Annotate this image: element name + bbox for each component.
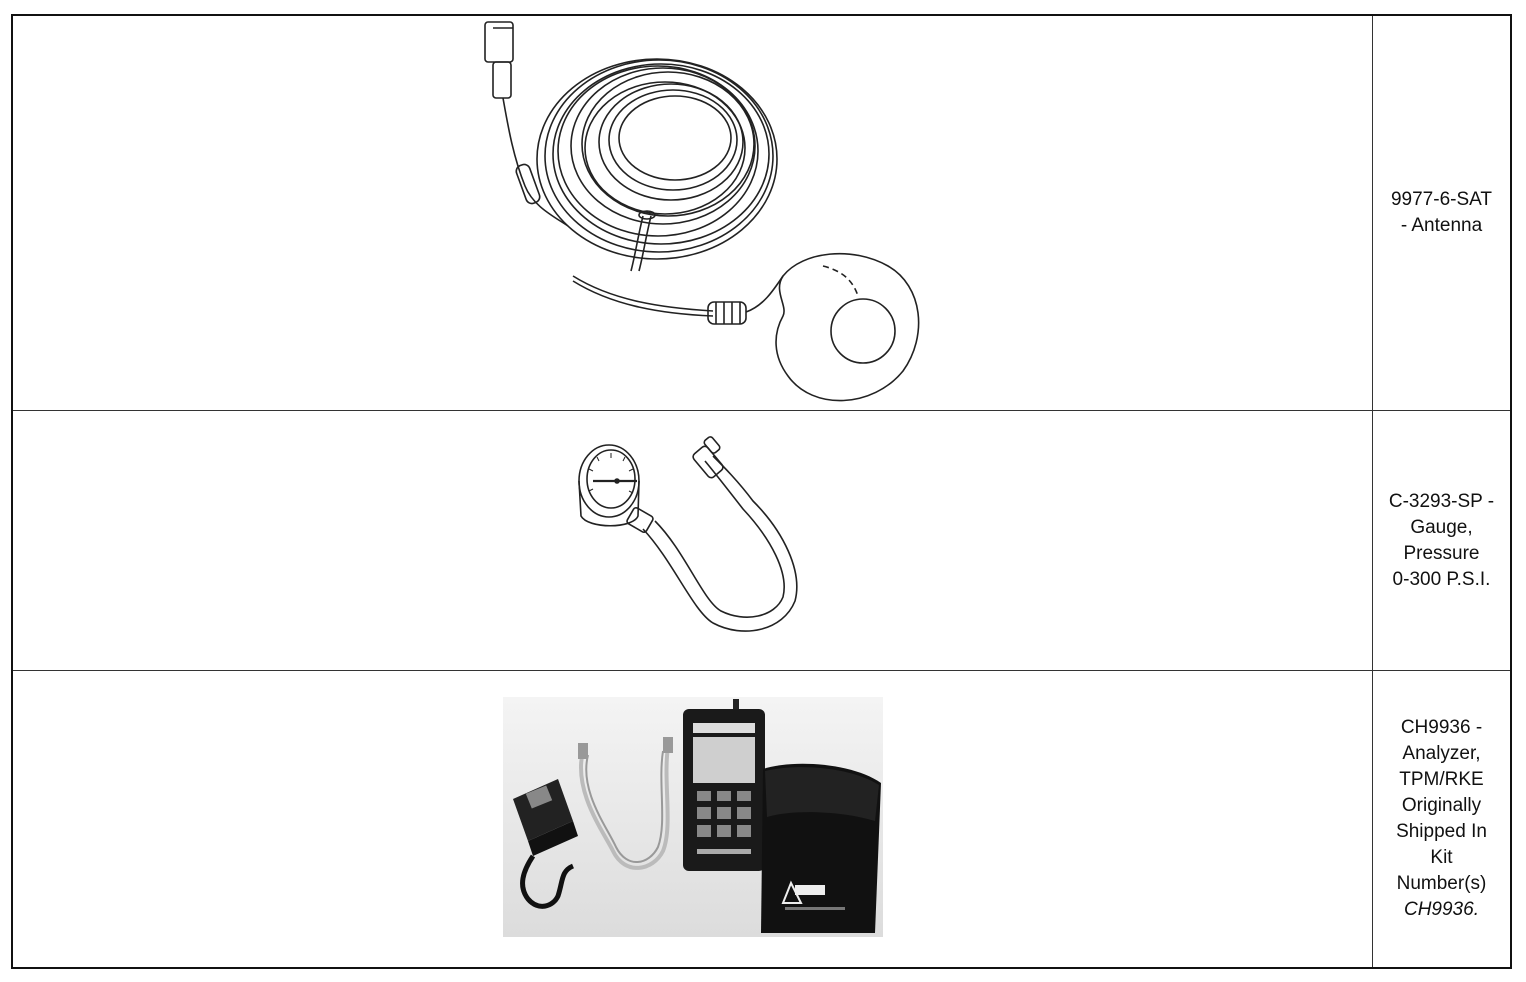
tool-image-cell bbox=[13, 16, 1373, 410]
label-line: 0-300 P.S.I. bbox=[1392, 568, 1491, 590]
label-line: Originally bbox=[1401, 795, 1482, 816]
carrying-case bbox=[761, 763, 881, 933]
special-tools-table: 9977-6-SAT - Antenna bbox=[11, 14, 1512, 969]
label-line: Kit bbox=[1430, 847, 1453, 868]
label-line: Number(s) bbox=[1396, 873, 1487, 894]
label-line: Shipped In bbox=[1396, 821, 1487, 842]
antenna-illustration bbox=[484, 21, 920, 402]
tool-row-analyzer: CH9936 - Analyzer, TPM/RKE Originally Sh… bbox=[13, 671, 1510, 967]
tool-image-cell bbox=[13, 671, 1373, 967]
tool-label-analyzer: CH9936 - Analyzer, TPM/RKE Originally Sh… bbox=[1373, 671, 1510, 967]
tool-image-cell bbox=[13, 411, 1373, 670]
tpm-analyzer-photo bbox=[503, 697, 883, 937]
pressure-gauge-illustration bbox=[578, 436, 798, 632]
label-line: - Antenna bbox=[1400, 215, 1483, 236]
label-line: C-3293-SP - bbox=[1388, 490, 1495, 512]
tool-row-gauge: C-3293-SP - Gauge, Pressure 0-300 P.S.I. bbox=[13, 411, 1510, 671]
analyzer-device bbox=[683, 699, 765, 871]
label-line: Pressure bbox=[1403, 542, 1480, 564]
tool-row-antenna: 9977-6-SAT - Antenna bbox=[13, 16, 1510, 411]
tool-label-antenna: 9977-6-SAT - Antenna bbox=[1373, 16, 1510, 410]
kit-number: CH9936. bbox=[1403, 899, 1479, 920]
tool-label-gauge: C-3293-SP - Gauge, Pressure 0-300 P.S.I. bbox=[1373, 411, 1510, 670]
power-adapter bbox=[513, 779, 578, 909]
label-line: Analyzer, bbox=[1402, 743, 1481, 764]
label-line: Gauge, bbox=[1410, 516, 1473, 538]
label-line: 9977-6-SAT bbox=[1390, 189, 1493, 210]
label-line: CH9936 - bbox=[1400, 717, 1483, 738]
label-line: TPM/RKE bbox=[1399, 769, 1484, 790]
